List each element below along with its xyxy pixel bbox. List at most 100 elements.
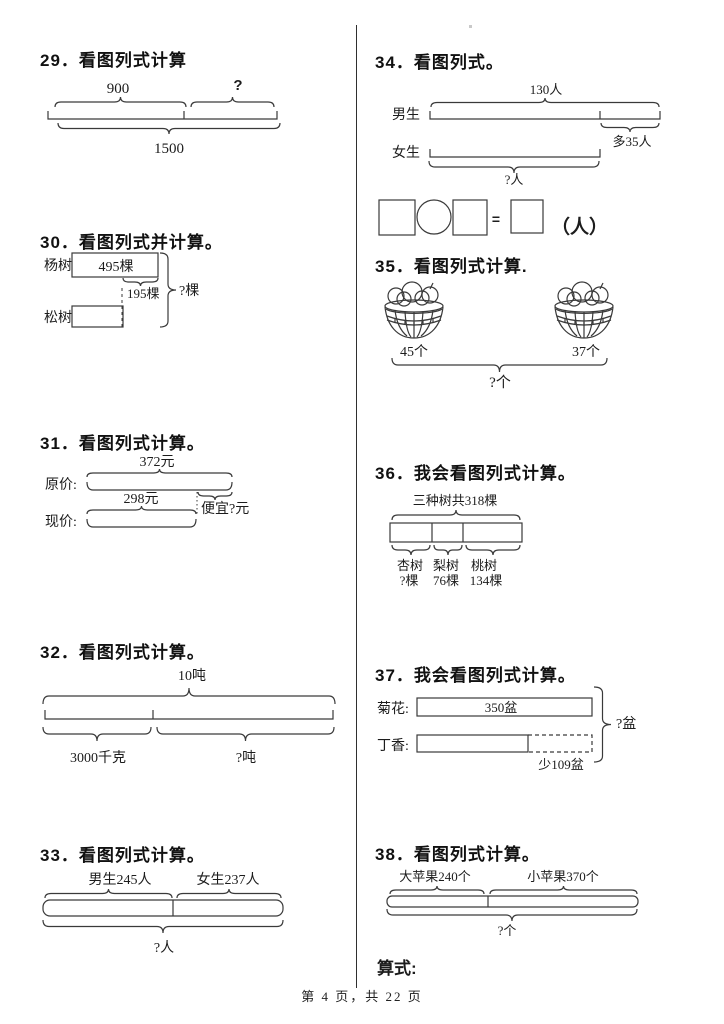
p34-row1-value: 130人 (530, 82, 563, 97)
p31-diff-value: 便宜?元 (201, 501, 249, 517)
p35-total-brace (391, 357, 608, 373)
p36-seg1-name: 杏树 (397, 558, 423, 573)
column-divider (356, 25, 357, 988)
p32-left-brace (42, 726, 152, 742)
p31-row2-brace (86, 505, 197, 515)
p32-segment-bar (44, 710, 334, 720)
p37-row1-value: 350盆 (485, 700, 518, 715)
p29-total-brace (57, 122, 281, 135)
p36-title: 36．我会看图列式计算。 (375, 464, 576, 483)
p36-total-brace (391, 509, 521, 521)
p38-title: 38．看图列式计算。 (375, 845, 540, 864)
p37-diagram: 菊花: 350盆 丁香: 少109盆 ?盆 (377, 686, 636, 772)
p30-row2-label: 松树 (44, 310, 72, 326)
p34-row1-brace (430, 97, 660, 108)
p37-total-brace (593, 686, 612, 763)
p35-total-value: ?个 (489, 374, 511, 391)
p34-equals-sign: = (492, 211, 500, 227)
p33-left-brace (44, 888, 173, 899)
p29-right-brace (190, 96, 275, 108)
p36-seg1-brace (391, 544, 431, 556)
p35-diagram: 45个 37个 ?个 (384, 281, 614, 391)
p37-row1-label: 菊花: (377, 701, 409, 717)
p29-left-value: 900 (107, 81, 130, 97)
p34-result-box (510, 199, 544, 234)
p29-total-value: 1500 (154, 141, 184, 157)
p30-diagram: 杨树 495棵 195棵 松树 ?棵 (44, 252, 199, 328)
p33-title: 33．看图列式计算。 (40, 846, 205, 865)
p29-title: 29．看图列式计算 (40, 51, 187, 70)
p34-row2-value: ?人 (505, 172, 524, 187)
p31-row2-label: 现价: (45, 514, 77, 530)
p34-row1-bar (429, 111, 661, 120)
p34-title: 34．看图列式。 (375, 53, 504, 72)
p35-right-value: 37个 (572, 344, 600, 360)
p31-row1-bar (86, 481, 233, 491)
p37-title: 37．我会看图列式计算。 (375, 666, 576, 685)
p32-right-brace (156, 726, 335, 742)
p30-row1-label: 杨树 (44, 258, 72, 274)
p35-left-value: 45个 (400, 344, 428, 360)
p38-equation-label: 算式: (376, 958, 417, 978)
p38-right-value: 小苹果370个 (527, 869, 599, 884)
p35-basket-right-icon (554, 281, 614, 339)
p31-row2-bar (86, 518, 197, 528)
p30-row1-bar (71, 252, 159, 278)
p31-diff-brace (197, 491, 233, 501)
p30-title: 30．看图列式并计算。 (40, 233, 223, 252)
p35-basket-left-icon (384, 281, 444, 339)
p38-total-brace (386, 908, 638, 922)
p30-row2-bar (71, 305, 124, 328)
p37-row2-bar (416, 734, 529, 753)
p32-right-value: ?吨 (236, 750, 256, 766)
p38-bar (386, 895, 639, 908)
p36-seg3-brace (465, 544, 521, 556)
p36-diagram: 三种树共318棵 杏树 ?棵 梨树 76棵 桃树 134棵 (389, 493, 523, 588)
p32-left-value: 3000千克 (70, 750, 126, 766)
p34-row1-label: 男生 (392, 107, 420, 123)
p31-diagram: 372元 原价: 便宜?元 298元 现价: (45, 455, 249, 530)
p32-title: 32．看图列式计算。 (40, 643, 205, 662)
p34-unit-label: （人） (551, 215, 608, 238)
p29-diagram: 900 ? 1500 (47, 77, 281, 157)
p34-operand-box-2 (452, 199, 488, 236)
p34-diff-value: 多35人 (612, 134, 651, 149)
p38-diagram: 大苹果240个 小苹果370个 ?个 算式: (376, 869, 639, 978)
p34-operand-box-1 (378, 199, 416, 236)
p36-seg3-qty: 134棵 (470, 573, 503, 588)
p38-left-value: 大苹果240个 (399, 869, 471, 884)
p36-total-value: 三种树共318棵 (413, 493, 498, 508)
scan-artifact-dot (469, 25, 472, 28)
p30-diff-brace (122, 277, 159, 287)
p35-title: 35．看图列式计算. (375, 257, 528, 276)
p34-diagram: 130人 男生 多35人 女生 ?人 = （人） (378, 82, 661, 238)
p38-total-value: ?个 (498, 923, 517, 938)
p30-diff-value: 195棵 (127, 286, 160, 301)
p30-total-value: ?棵 (179, 283, 199, 299)
p31-row1-value: 372元 (140, 455, 175, 470)
p34-row2-label: 女生 (392, 144, 420, 161)
p31-row2-value: 298元 (124, 492, 159, 507)
p29-left-brace (54, 96, 187, 108)
p33-right-value: 女生237人 (197, 871, 260, 888)
p31-row1-brace (86, 468, 233, 478)
page-number-footer: 第 4 页，共 22 页 (301, 989, 423, 1004)
p36-seg2-brace (433, 544, 463, 556)
p33-diagram: 男生245人 女生237人 ?人 (42, 871, 284, 956)
p30-total-brace (159, 252, 177, 328)
p38-right-brace (489, 885, 638, 895)
p37-row2-dashed-extension (528, 734, 593, 753)
p37-diff-value: 少109盆 (538, 757, 584, 772)
p33-total-brace (42, 919, 284, 934)
p34-operator-circle (416, 199, 452, 235)
p36-seg3-name: 桃树 (471, 558, 497, 573)
p31-row1-label: 原价: (45, 477, 77, 493)
p37-row2-label: 丁香: (377, 738, 409, 754)
p29-right-value: ? (233, 77, 242, 94)
p30-row1-value: 495棵 (99, 259, 134, 275)
p36-seg2-qty: 76棵 (433, 573, 459, 588)
p34-row2-brace (428, 160, 600, 174)
p37-row1-bar (416, 697, 593, 717)
p37-total-value: ?盆 (616, 716, 636, 732)
